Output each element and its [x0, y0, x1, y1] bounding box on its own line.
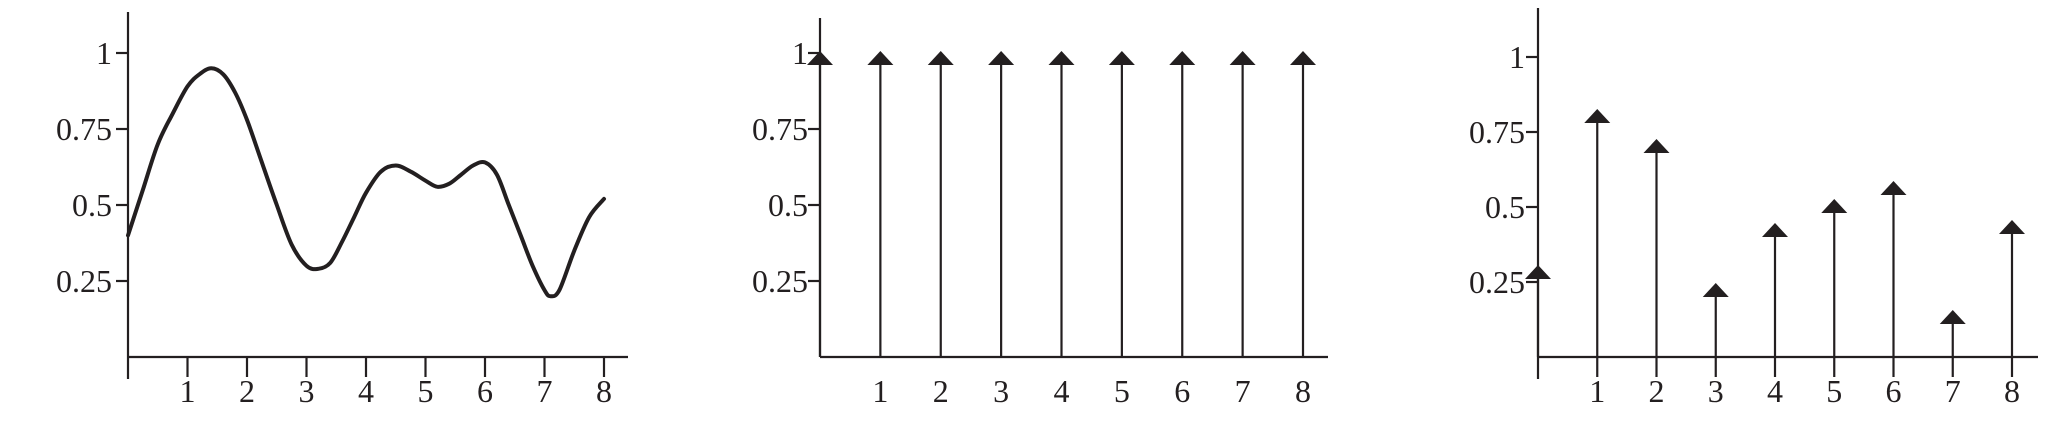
- y-tick-label: 1: [792, 35, 808, 71]
- stem-arrowhead: [1584, 109, 1611, 123]
- chart-panel-2: 1 2 3 4 5 6 7 8 0.25 0.5 0.75 1: [752, 18, 1328, 409]
- stem-arrowhead: [1762, 223, 1788, 237]
- x-tick-label: 4: [1054, 373, 1070, 409]
- stem-arrowhead: [1229, 51, 1256, 65]
- x-tick-label: 7: [537, 373, 553, 409]
- chart-panel-3: 1 2 3 4 5 6 7 8 0.25 0.5 0.75 1: [1469, 8, 2038, 409]
- x-tick-label: 5: [418, 373, 434, 409]
- stem-arrowhead: [927, 51, 954, 65]
- y-tick-label: 1: [96, 35, 112, 71]
- stem-arrowhead: [1821, 199, 1848, 213]
- x-tick-label: 6: [1174, 373, 1190, 409]
- x-tick-label: 6: [477, 373, 493, 409]
- x-tick-label: 3: [993, 373, 1009, 409]
- x-tick-label: 1: [872, 373, 888, 409]
- x-tick-label: 2: [239, 373, 255, 409]
- y-tick-label: 0.25: [56, 263, 112, 299]
- stem-arrowhead: [1169, 51, 1196, 65]
- x-tick-label: 1: [180, 373, 196, 409]
- y-tick-label: 0.75: [752, 111, 808, 147]
- x-tick-label: 7: [1235, 373, 1251, 409]
- signal-curve: [126, 66, 606, 299]
- x-tick-label: 2: [933, 373, 949, 409]
- x-tick-label: 5: [1826, 373, 1842, 409]
- x-tick-label: 2: [1649, 373, 1665, 409]
- y-tick-label: 0.5: [1485, 189, 1525, 225]
- y-tick-label: 1: [1509, 39, 1525, 75]
- stem-arrowhead: [867, 51, 894, 65]
- x-tick-label: 1: [1589, 373, 1605, 409]
- stem-arrowhead: [1108, 51, 1135, 65]
- x-tick-label: 5: [1114, 373, 1130, 409]
- y-tick-label: 0.75: [1469, 114, 1525, 150]
- stem-arrowhead: [1290, 51, 1316, 65]
- stem-arrowhead: [807, 51, 833, 65]
- x-tick-label: 8: [1295, 373, 1311, 409]
- x-tick-label: 8: [2004, 373, 2020, 409]
- chart-panel-1: 1 2 3 4 5 6 7 8 0.25 0.5 0.75 1: [56, 12, 628, 409]
- stem-arrowhead: [1999, 220, 2025, 234]
- y-tick-label: 0.25: [1469, 264, 1525, 300]
- x-tick-label: 3: [299, 373, 315, 409]
- stem-arrowhead: [1525, 265, 1551, 279]
- stem-arrowhead: [1048, 51, 1075, 65]
- y-tick-label: 0.5: [72, 187, 112, 223]
- x-tick-label: 7: [1945, 373, 1961, 409]
- x-tick-label: 4: [1767, 373, 1783, 409]
- stem-arrowhead: [1880, 181, 1907, 195]
- stem-arrowhead: [988, 51, 1015, 65]
- y-tick-label: 0.5: [768, 187, 808, 223]
- x-tick-label: 3: [1708, 373, 1724, 409]
- y-tick-label: 0.75: [56, 111, 112, 147]
- stem-arrowhead: [1702, 283, 1729, 297]
- x-tick-label: 6: [1886, 373, 1902, 409]
- x-tick-label: 4: [358, 373, 374, 409]
- x-tick-label: 8: [596, 373, 612, 409]
- y-tick-label: 0.25: [752, 263, 808, 299]
- stem-arrowhead: [1643, 139, 1670, 153]
- stem-arrowhead: [1939, 310, 1966, 324]
